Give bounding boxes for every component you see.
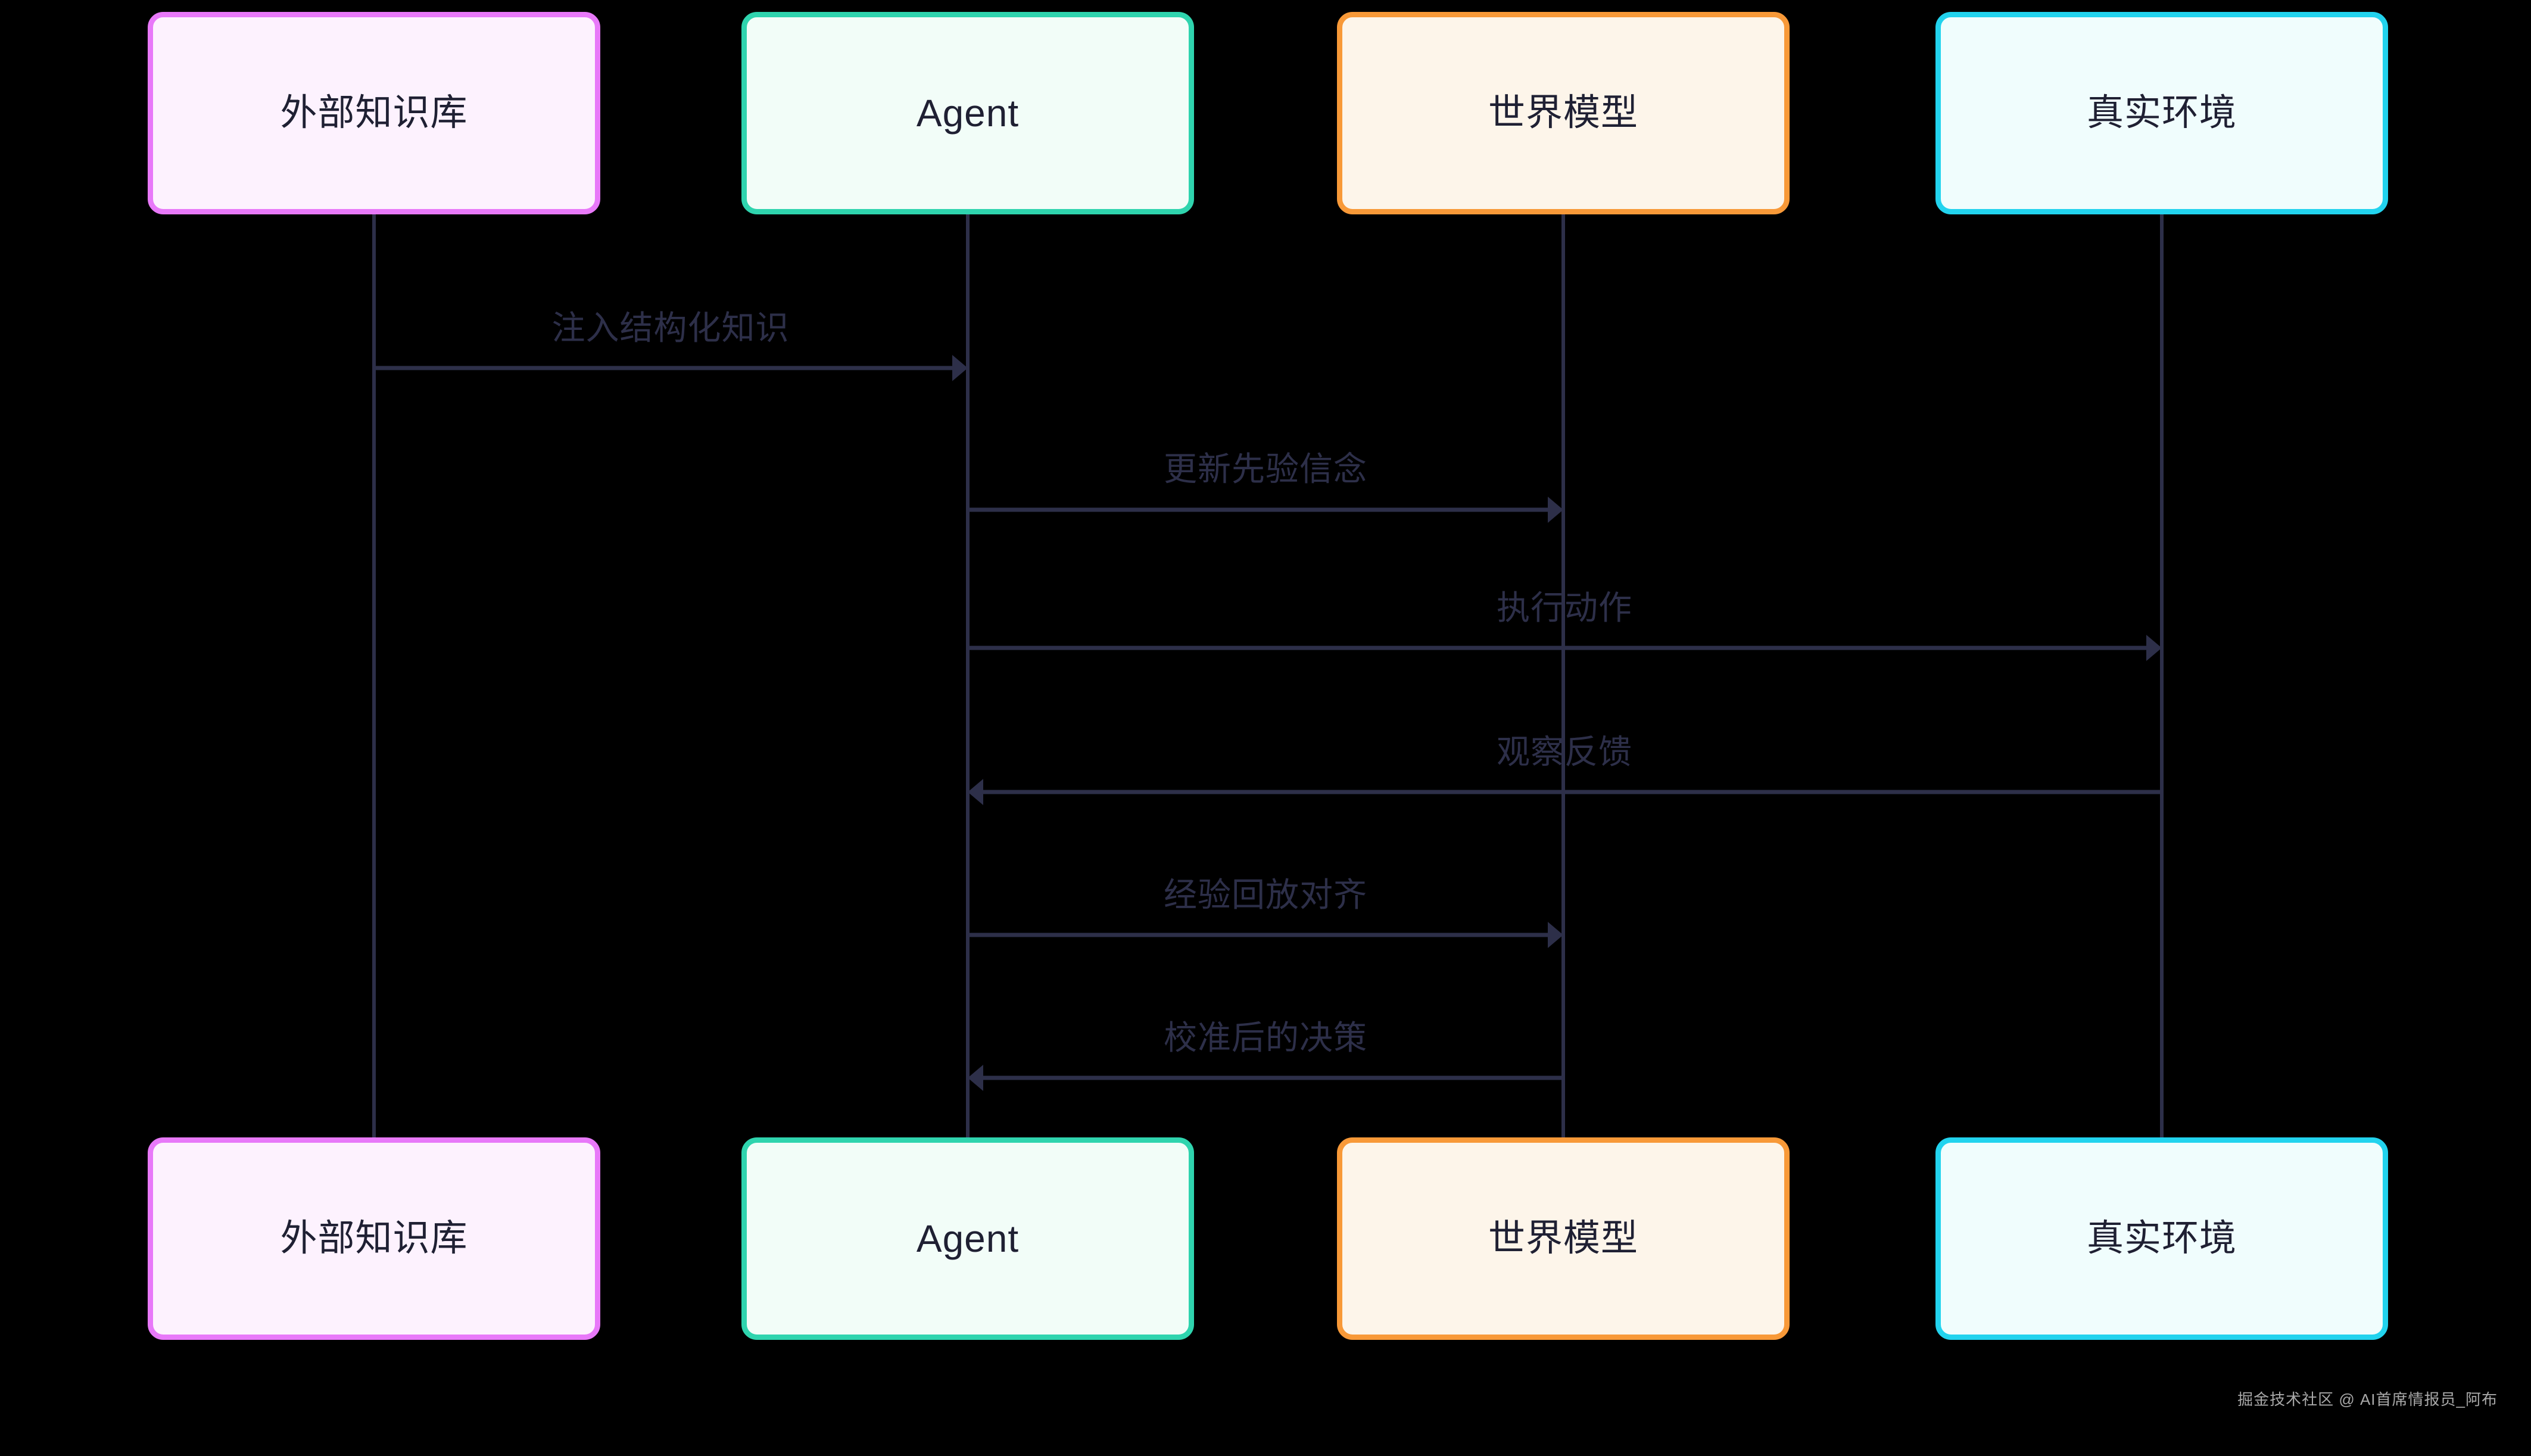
arrowhead-4 [968, 779, 983, 805]
participant-box-kb-top[interactable]: 外部知识库 [148, 12, 600, 214]
participant-label-kb: 外部知识库 [280, 92, 468, 133]
lifelines-group [372, 214, 2164, 1137]
arrowhead-3 [2146, 635, 2162, 661]
participant-box-env-top[interactable]: 真实环境 [1935, 12, 2388, 214]
participant-label-kb: 外部知识库 [280, 1218, 468, 1259]
arrowhead-6 [968, 1065, 983, 1091]
message-label-3: 执行动作 [1497, 589, 1632, 626]
participant-label-env: 真实环境 [2086, 1218, 2237, 1259]
participant-box-agent-bottom[interactable]: Agent [741, 1137, 1194, 1340]
message-label-1: 注入结构化知识 [551, 309, 790, 347]
participant-label-agent: Agent [916, 1217, 1020, 1260]
arrowhead-2 [1548, 497, 1563, 523]
message-label-2: 更新先验信念 [1164, 450, 1367, 488]
participant-box-world-top[interactable]: 世界模型 [1337, 12, 1790, 214]
message-label-4: 观察反馈 [1497, 733, 1632, 771]
participant-box-env-bottom[interactable]: 真实环境 [1935, 1137, 2388, 1340]
participant-box-world-bottom[interactable]: 世界模型 [1337, 1137, 1790, 1340]
participant-box-kb-bottom[interactable]: 外部知识库 [148, 1137, 600, 1340]
arrowhead-5 [1548, 922, 1563, 948]
participant-label-env: 真实环境 [2086, 92, 2237, 133]
participant-label-agent: Agent [916, 92, 1020, 135]
message-label-5: 经验回放对齐 [1164, 876, 1367, 913]
message-arrows-group [374, 355, 2162, 1091]
participant-label-world: 世界模型 [1488, 92, 1638, 133]
watermark-text: 掘金技术社区 @ AI首席情报员_阿布 [2237, 1390, 2498, 1408]
participant-label-world: 世界模型 [1488, 1218, 1638, 1259]
arrowhead-1 [952, 355, 968, 381]
message-label-6: 校准后的决策 [1164, 1019, 1367, 1056]
participant-box-agent-top[interactable]: Agent [741, 12, 1194, 214]
